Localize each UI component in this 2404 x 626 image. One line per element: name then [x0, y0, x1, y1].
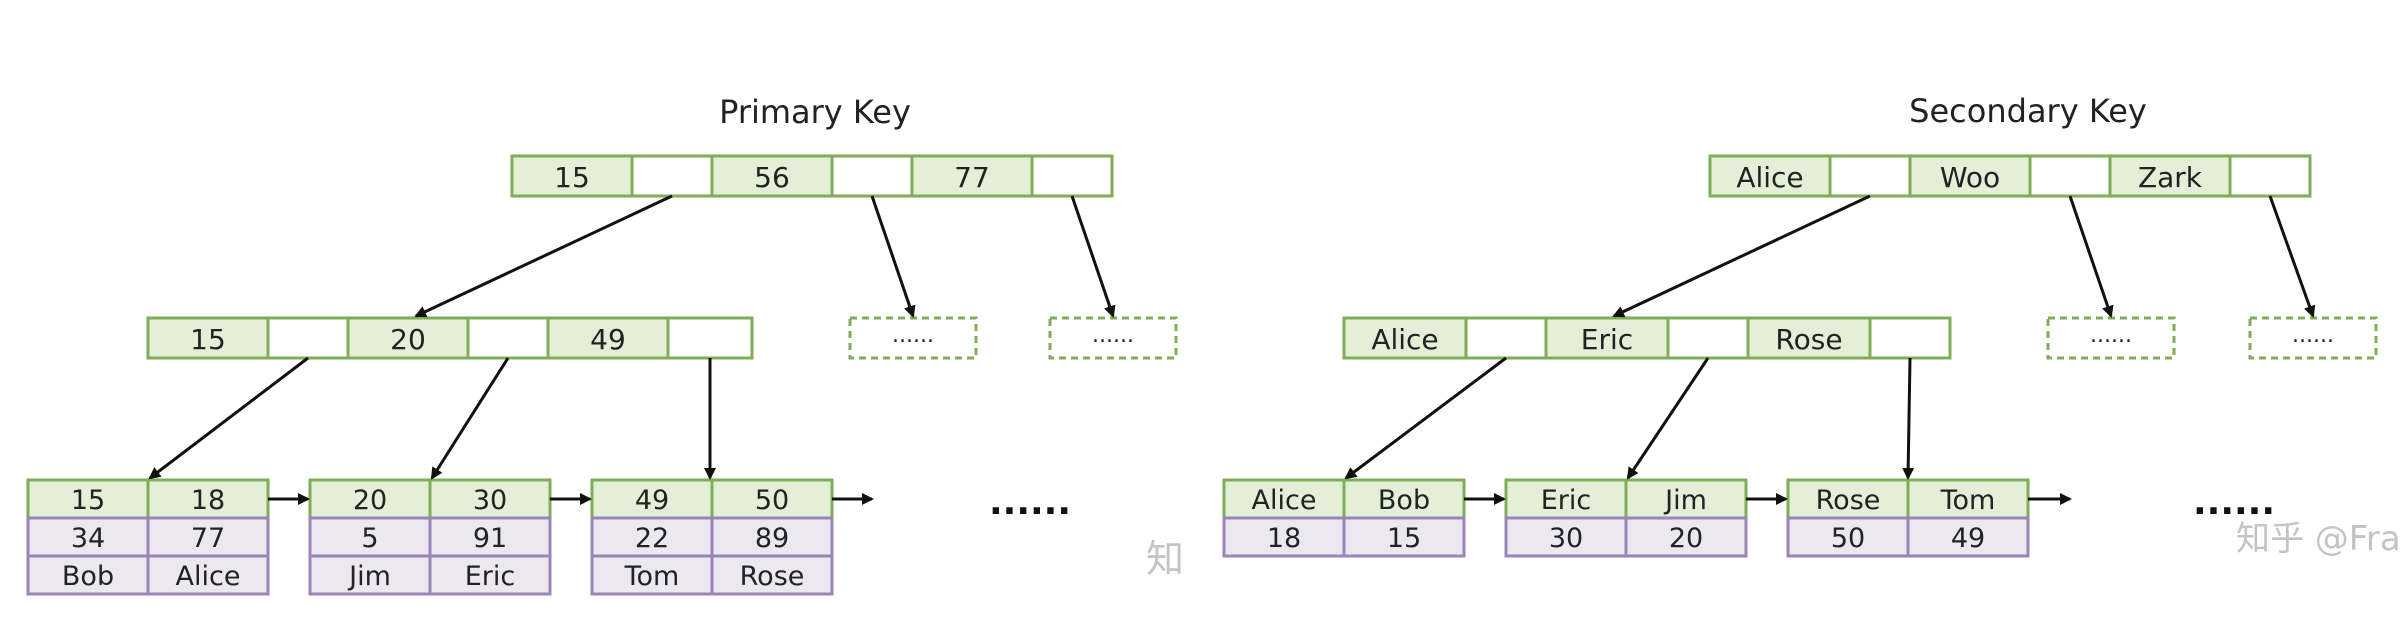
secondary-key-tree: Secondary Key Alice Woo Zark Alice Eric …	[1222, 92, 2378, 558]
svg-text:Eric: Eric	[1541, 485, 1592, 516]
svg-text:91: 91	[473, 523, 507, 554]
secondary-leaf-node: Rose Tom 50 49	[1786, 478, 2030, 558]
secondary-root-key: Woo	[1940, 161, 2000, 194]
svg-text:......: ......	[2292, 323, 2334, 348]
svg-text:Bob: Bob	[1378, 485, 1430, 516]
primary-ellipsis: ......	[989, 482, 1071, 523]
secondary-inner-key: Eric	[1581, 323, 1633, 356]
svg-text:5: 5	[361, 523, 378, 554]
primary-root-key: 77	[954, 161, 990, 194]
svg-text:89: 89	[755, 523, 789, 554]
svg-text:Jim: Jim	[347, 561, 391, 592]
svg-text:15: 15	[1387, 523, 1421, 554]
primary-root-key: 56	[754, 161, 790, 194]
secondary-root-node: Alice Woo Zark	[1708, 154, 2312, 198]
secondary-inner-key: Rose	[1775, 323, 1842, 356]
secondary-arrows	[1344, 194, 2316, 505]
primary-root-key: 15	[554, 161, 590, 194]
secondary-placeholder-node: ......	[2046, 316, 2176, 360]
primary-inner-node: 15 20 49	[146, 316, 754, 360]
primary-key-title: Primary Key	[719, 93, 911, 131]
svg-text:20: 20	[353, 485, 387, 516]
watermark-right: 知乎 @Fra	[2236, 519, 2401, 559]
primary-key-tree: Primary Key 15 56 77 15 20 49	[26, 93, 1178, 596]
svg-text:Rose: Rose	[740, 561, 805, 592]
svg-text:15: 15	[71, 485, 105, 516]
svg-text:30: 30	[1549, 523, 1583, 554]
svg-text:22: 22	[635, 523, 669, 554]
secondary-inner-key: Alice	[1371, 323, 1438, 356]
secondary-root-key: Alice	[1736, 161, 1803, 194]
svg-text:......: ......	[1092, 323, 1134, 348]
svg-text:77: 77	[191, 523, 225, 554]
svg-text:49: 49	[635, 485, 669, 516]
svg-text:Rose: Rose	[1816, 485, 1881, 516]
primary-inner-key: 20	[390, 323, 426, 356]
secondary-key-title: Secondary Key	[1909, 92, 2147, 130]
svg-text:Tom: Tom	[624, 561, 680, 592]
watermark-left: 知	[1146, 537, 1184, 581]
primary-inner-key: 15	[190, 323, 226, 356]
secondary-inner-node: Alice Eric Rose	[1342, 316, 1952, 360]
svg-text:Jim: Jim	[1663, 485, 1707, 516]
secondary-leaf-node: Alice Bob 18 15	[1222, 478, 1466, 558]
svg-text:Eric: Eric	[465, 561, 516, 592]
secondary-ellipsis: ......	[2193, 482, 2275, 523]
svg-text:18: 18	[1267, 523, 1301, 554]
svg-text:18: 18	[191, 485, 225, 516]
svg-text:Alice: Alice	[1252, 485, 1317, 516]
secondary-leaf-node: Eric Jim 30 20	[1504, 478, 1748, 558]
svg-text:Tom: Tom	[1940, 485, 1996, 516]
secondary-root-key: Zark	[2138, 161, 2203, 194]
svg-text:Bob: Bob	[62, 561, 114, 592]
primary-leaf-node: 15 18 34 77 Bob Alice	[26, 478, 270, 596]
primary-leaf-node: 49 50 22 89 Tom Rose	[590, 478, 834, 596]
svg-text:......: ......	[892, 323, 934, 348]
svg-text:......: ......	[2090, 323, 2132, 348]
svg-text:34: 34	[71, 523, 105, 554]
primary-placeholder-node: ......	[848, 316, 978, 360]
svg-text:50: 50	[1831, 523, 1865, 554]
primary-leaf-node: 20 30 5 91 Jim Eric	[308, 478, 552, 596]
primary-inner-key: 49	[590, 323, 626, 356]
svg-text:20: 20	[1669, 523, 1703, 554]
secondary-placeholder-node: ......	[2248, 316, 2378, 360]
primary-placeholder-node: ......	[1048, 316, 1178, 360]
svg-text:49: 49	[1951, 523, 1985, 554]
primary-arrows	[148, 194, 1116, 505]
svg-text:50: 50	[755, 485, 789, 516]
svg-text:30: 30	[473, 485, 507, 516]
svg-text:Alice: Alice	[176, 561, 241, 592]
primary-root-node: 15 56 77	[510, 154, 1114, 198]
